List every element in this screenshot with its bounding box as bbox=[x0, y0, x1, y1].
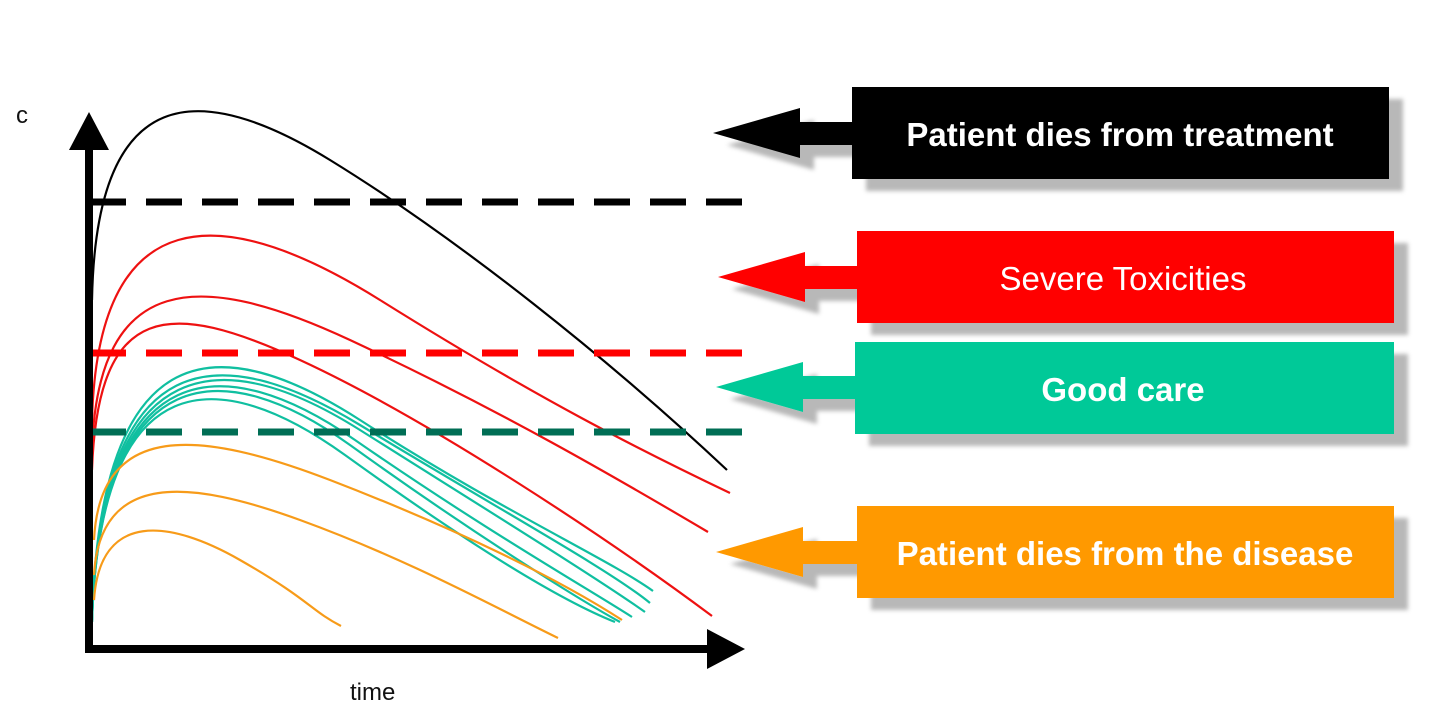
underdosed-curve-3 bbox=[92, 529, 342, 627]
outcome-callout-disease-death: Patient dies from the disease bbox=[716, 506, 1394, 598]
outcome-label-severe-toxicities: Severe Toxicities bbox=[999, 260, 1246, 297]
x-axis-arrowhead bbox=[707, 629, 745, 669]
arrow-left-icon bbox=[718, 252, 858, 302]
outcome-callout-severe-toxicities: Severe Toxicities bbox=[718, 231, 1394, 323]
toxic-curve-1 bbox=[90, 234, 731, 494]
outcome-box-severe-toxicities bbox=[857, 231, 1394, 323]
arrow-left-icon bbox=[716, 527, 857, 577]
good-care-curve-3 bbox=[90, 379, 646, 621]
arrow-left-icon bbox=[716, 362, 856, 412]
fatal-curve-1 bbox=[90, 110, 728, 471]
toxic-curve-3 bbox=[90, 322, 713, 617]
concentration-curves bbox=[90, 110, 731, 639]
good-care-curve-1 bbox=[90, 366, 654, 621]
x-axis-label: time bbox=[350, 679, 395, 706]
outcome-box-good-care bbox=[855, 342, 1394, 434]
axes: c time bbox=[16, 102, 745, 706]
outcome-box-treatment-death bbox=[852, 87, 1389, 179]
y-axis-arrowhead bbox=[69, 112, 109, 150]
underdosed-curve-2 bbox=[92, 490, 559, 639]
outcome-label-good-care: Good care bbox=[1041, 371, 1204, 408]
good-care-curve-6 bbox=[90, 398, 616, 624]
outcome-callout-good-care: Good care bbox=[716, 342, 1394, 434]
arrow-left-icon bbox=[713, 108, 853, 158]
outcome-label-treatment-death: Patient dies from treatment bbox=[906, 116, 1333, 153]
underdosed-curve-1 bbox=[92, 443, 623, 621]
good-care-curve-5 bbox=[90, 389, 621, 623]
outcome-callout-treatment-death: Patient dies from treatment bbox=[713, 87, 1389, 179]
good-care-curve-2 bbox=[90, 374, 651, 621]
toxic-curve-2 bbox=[90, 295, 709, 533]
y-axis-label: c bbox=[16, 102, 28, 129]
outcome-label-disease-death: Patient dies from the disease bbox=[897, 535, 1354, 572]
outcome-box-disease-death bbox=[857, 506, 1394, 598]
